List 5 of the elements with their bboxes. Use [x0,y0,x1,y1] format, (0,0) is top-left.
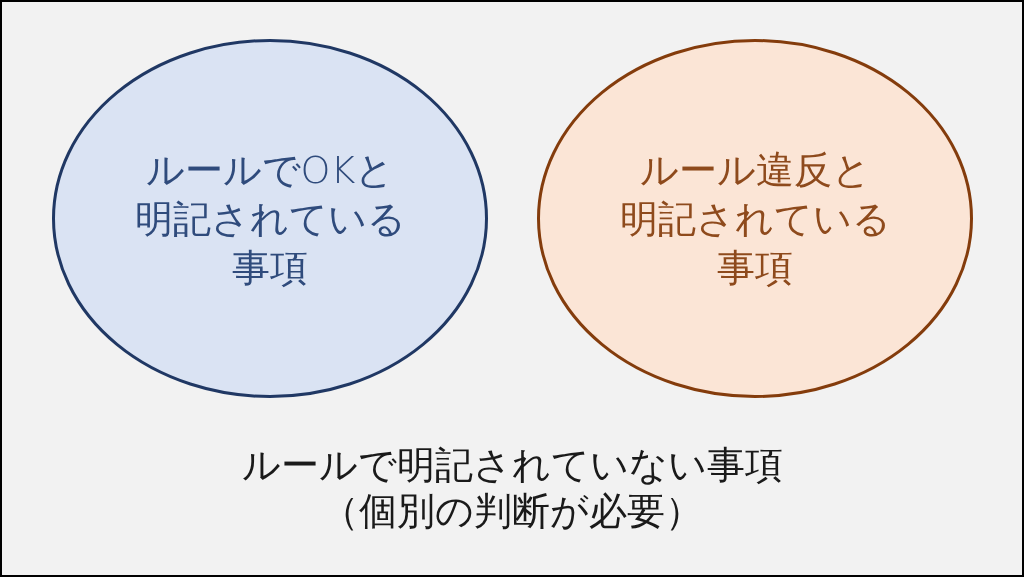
ellipse [52,39,488,398]
ellipse-text: ルール違反と明記されている事項 [619,146,891,291]
frame-text: ルールで明記されていない事項（個別の判断が必要） [241,442,783,534]
ellipse [537,39,973,398]
ellipse-text: ルールでOKと明記されている事項 [134,146,406,291]
